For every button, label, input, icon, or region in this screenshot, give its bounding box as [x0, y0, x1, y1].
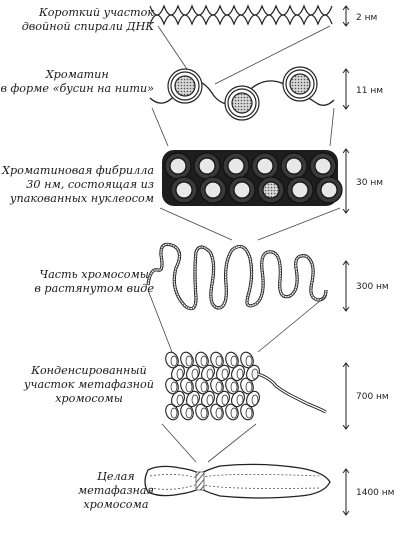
- zoom-lines-4: [147, 289, 327, 353]
- label-line: двойной спирали ДНК: [21, 20, 154, 33]
- label-line: Хроматиновая фибрилла: [2, 164, 154, 177]
- scale-label-300nm: 300 нм: [356, 282, 389, 292]
- label-line: в форме «бусин на нити»: [0, 82, 154, 95]
- scale-label-30nm: 30 нм: [356, 178, 383, 188]
- zoom-lines-3: [159, 207, 341, 241]
- nucleosome-beads: [149, 66, 335, 121]
- scale-label-11nm: 11 нм: [356, 86, 383, 96]
- label-line: 30 нм, состоящая из: [26, 178, 154, 191]
- label-whole-chromosome: Целая метафазная хромосома: [78, 470, 154, 512]
- scale-bar-30nm: [342, 148, 350, 214]
- scale-bar-11nm: [342, 68, 350, 110]
- label-line: Хроматин: [45, 68, 109, 81]
- label-line: Короткий участок: [39, 6, 154, 19]
- label-line: хромосомы: [55, 392, 123, 405]
- condensed-section: [165, 351, 327, 421]
- label-extended-chromosome: Часть хромосомы в растянутом виде: [34, 268, 154, 296]
- label-line: участок метафазной: [24, 378, 154, 391]
- label-line: Целая: [97, 470, 135, 483]
- zoom-lines-2: [151, 107, 335, 147]
- scale-bar-1400nm: [342, 468, 350, 516]
- metaphase-chromosome: [144, 463, 331, 499]
- label-dna-helix: Короткий участок двойной спирали ДНК: [22, 6, 154, 34]
- label-chromatin-fiber: Хроматиновая фибрилла 30 нм, состоящая и…: [2, 164, 154, 206]
- scale-bar-2nm: [342, 5, 350, 27]
- scale-labels: 2 нм 11 нм 30 нм 300 нм 700 нм 1400 нм: [356, 13, 394, 498]
- zoom-lines-5: [161, 423, 257, 463]
- extended-chromosome-loops: [146, 242, 328, 311]
- label-line: Конденсированный: [31, 364, 147, 377]
- scale-bar-700nm: [342, 362, 350, 430]
- label-line: Часть хромосомы: [39, 268, 149, 281]
- scale-bar-300nm: [342, 260, 350, 312]
- label-line: метафазная: [77, 484, 154, 497]
- label-condensed-section: Конденсированный участок метафазной хром…: [24, 364, 154, 406]
- scale-label-700nm: 700 нм: [356, 392, 389, 402]
- chromatin-fiber: [162, 150, 343, 206]
- scale-label-2nm: 2 нм: [356, 13, 377, 23]
- label-line: в растянутом виде: [34, 282, 154, 295]
- dna-helix: [149, 4, 333, 26]
- scale-label-1400nm: 1400 нм: [356, 488, 394, 498]
- label-line: упакованных нуклеосом: [10, 192, 154, 205]
- label-line: хромосома: [83, 498, 149, 511]
- scale-bars: [342, 5, 350, 516]
- label-beads-on-string: Хроматин в форме «бусин на нити»: [0, 68, 154, 96]
